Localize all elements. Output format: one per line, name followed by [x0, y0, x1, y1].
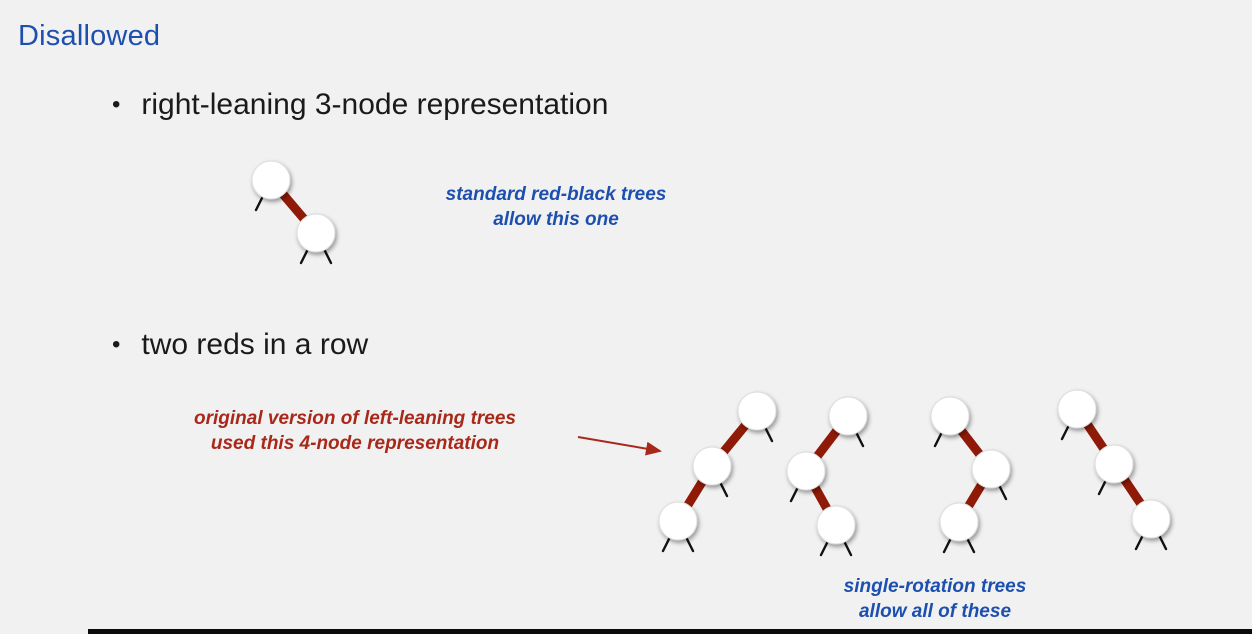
- bullet-marker: •: [112, 91, 121, 118]
- annotation-line: standard red-black trees: [445, 184, 667, 205]
- null-link: [254, 192, 266, 212]
- annotation-standard-red-black: standard red-black trees allow this one: [400, 182, 712, 232]
- red-edge: [954, 464, 996, 527]
- bullet-text: two reds in a row: [141, 328, 369, 361]
- tree-two-reds-left-left: [658, 391, 777, 553]
- null-link: [942, 534, 954, 554]
- red-edge: [1072, 404, 1119, 469]
- null-link: [299, 245, 311, 265]
- tree-node: [737, 391, 777, 431]
- annotation-original-version: original version of left-leaning trees u…: [120, 406, 590, 456]
- tree-node: [296, 213, 336, 253]
- tree-two-reds-right-right: [1057, 389, 1171, 551]
- null-link: [853, 428, 865, 448]
- tree-node: [1057, 389, 1097, 429]
- red-edge: [945, 411, 996, 474]
- red-edge: [801, 411, 853, 476]
- annotation-line: allow this one: [493, 209, 619, 230]
- tree-two-reds-right-left: [930, 396, 1011, 554]
- tree-node: [658, 501, 698, 541]
- annotation-single-rotation: single-rotation trees allow all of these: [788, 574, 1082, 624]
- null-link: [683, 533, 695, 553]
- null-link: [321, 245, 333, 265]
- red-edge: [266, 175, 321, 238]
- null-link: [1097, 476, 1109, 496]
- tree-node: [692, 446, 732, 486]
- bullet-text: right-leaning 3-node representation: [141, 88, 609, 121]
- tree-node: [1131, 499, 1171, 539]
- page-title: Disallowed: [18, 20, 161, 52]
- null-link: [1134, 531, 1146, 551]
- bottom-edge: [88, 629, 1252, 634]
- null-link: [789, 483, 801, 503]
- pointer-arrow: [577, 436, 662, 456]
- tree-node: [786, 451, 826, 491]
- null-link: [964, 534, 976, 554]
- tree-node: [816, 505, 856, 545]
- tree-two-reds-left-right: [786, 396, 868, 557]
- tree-node: [971, 449, 1011, 489]
- bullet-item-right-leaning: • right-leaning 3-node representation: [112, 88, 608, 122]
- null-link: [762, 423, 774, 443]
- tree-node: [1094, 444, 1134, 484]
- null-link: [933, 428, 945, 448]
- red-edge: [707, 406, 762, 471]
- null-link: [996, 481, 1008, 501]
- annotation-line: allow all of these: [858, 601, 1012, 622]
- bullet-marker: •: [112, 331, 121, 358]
- null-link: [819, 537, 831, 557]
- red-edge: [673, 461, 717, 526]
- null-link: [717, 478, 729, 498]
- bullet-item-two-reds: • two reds in a row: [112, 328, 368, 362]
- null-link: [1156, 531, 1168, 551]
- annotation-line: used this 4-node representation: [210, 433, 500, 454]
- null-link: [1060, 421, 1072, 441]
- tree-node: [828, 396, 868, 436]
- null-link: [841, 537, 853, 557]
- tree-node: [939, 502, 979, 542]
- red-edge: [801, 466, 841, 530]
- tree-node: [251, 160, 291, 200]
- null-link: [661, 533, 673, 553]
- tree-right-leaning-3node: [251, 160, 336, 265]
- annotation-line: original version of left-leaning trees: [193, 408, 516, 429]
- tree-node: [930, 396, 970, 436]
- red-edge: [1109, 459, 1156, 524]
- annotation-line: single-rotation trees: [843, 576, 1027, 597]
